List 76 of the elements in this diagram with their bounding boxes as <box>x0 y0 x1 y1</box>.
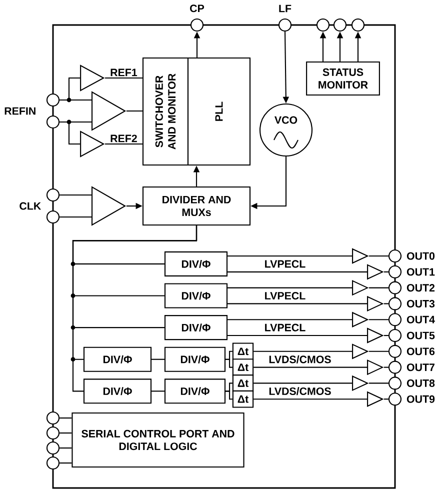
connector <box>368 255 388 257</box>
delay-box: Δt <box>232 342 254 360</box>
connector <box>384 334 388 336</box>
signal-label: LVPECL <box>265 260 306 268</box>
pin-label: CP <box>190 4 204 12</box>
connector <box>228 255 352 257</box>
pin <box>46 210 60 224</box>
connector <box>60 216 92 218</box>
signal-label: LVDS/CMOS <box>269 355 331 364</box>
pin <box>46 188 60 202</box>
pin <box>351 18 365 32</box>
pin <box>46 456 60 470</box>
connector <box>60 417 72 419</box>
connector <box>228 287 352 288</box>
pin-label: OUT9 <box>406 395 435 403</box>
delay-box: Δt <box>232 374 254 392</box>
connector <box>60 462 72 464</box>
connector <box>384 366 388 368</box>
pin <box>316 18 330 32</box>
pin <box>333 18 347 32</box>
pin <box>46 441 60 455</box>
connector <box>368 287 388 288</box>
pin <box>46 115 60 129</box>
connector <box>60 432 72 434</box>
signal-label: LVPECL <box>265 292 306 300</box>
pin-label: OUT4 <box>406 316 435 324</box>
connector <box>384 271 388 272</box>
pin <box>46 411 60 425</box>
connector <box>152 358 164 360</box>
status-monitor-box: STATUS MONITOR <box>306 61 380 96</box>
signal-label: CLK <box>20 202 42 210</box>
connector <box>72 226 198 392</box>
signal-label: LVPECL <box>265 324 306 332</box>
switchover-box: SWITCHOVER AND MONITOR <box>142 57 189 166</box>
pin-label: OUT0 <box>406 252 435 260</box>
connector <box>228 319 352 320</box>
connector <box>60 121 80 145</box>
connector <box>152 390 164 392</box>
connector <box>368 319 388 320</box>
connector <box>368 382 388 384</box>
connector <box>60 99 92 101</box>
connector <box>60 194 92 196</box>
connector <box>384 398 388 400</box>
edge-label: REF2 <box>108 133 139 144</box>
pin-label: OUT3 <box>406 300 435 308</box>
pin <box>46 93 60 107</box>
connector <box>228 334 367 336</box>
connector <box>228 271 367 272</box>
pin-label: OUT8 <box>406 379 435 387</box>
connector <box>104 77 142 79</box>
edge-label: REF1 <box>108 67 139 78</box>
connector <box>254 382 352 384</box>
signal-label: REFIN <box>4 107 36 115</box>
connector <box>226 358 232 368</box>
pin-label: OUT1 <box>406 268 435 276</box>
pll-box: PLL <box>187 57 251 166</box>
connector <box>254 366 367 368</box>
pin-label: OUT7 <box>406 364 434 372</box>
pin <box>46 426 60 440</box>
pin-label: OUT2 <box>406 284 435 292</box>
signal-label: LVDS/CMOS <box>269 387 331 396</box>
connector <box>254 350 352 352</box>
connector <box>60 447 72 449</box>
connector <box>104 143 142 145</box>
delay-box: Δt <box>232 390 254 408</box>
serial-port-box: SERIAL CONTROL PORT AND DIGITAL LOGIC <box>72 412 244 468</box>
pin-label: OUT5 <box>406 332 435 340</box>
connector <box>384 303 388 304</box>
connector <box>226 390 232 400</box>
pin-label: OUT6 <box>406 348 435 356</box>
connector <box>254 398 367 400</box>
pin-label: LF <box>279 4 292 12</box>
connector <box>228 303 367 304</box>
connector <box>126 110 142 112</box>
connector <box>368 350 388 352</box>
delay-box: Δt <box>232 358 254 376</box>
